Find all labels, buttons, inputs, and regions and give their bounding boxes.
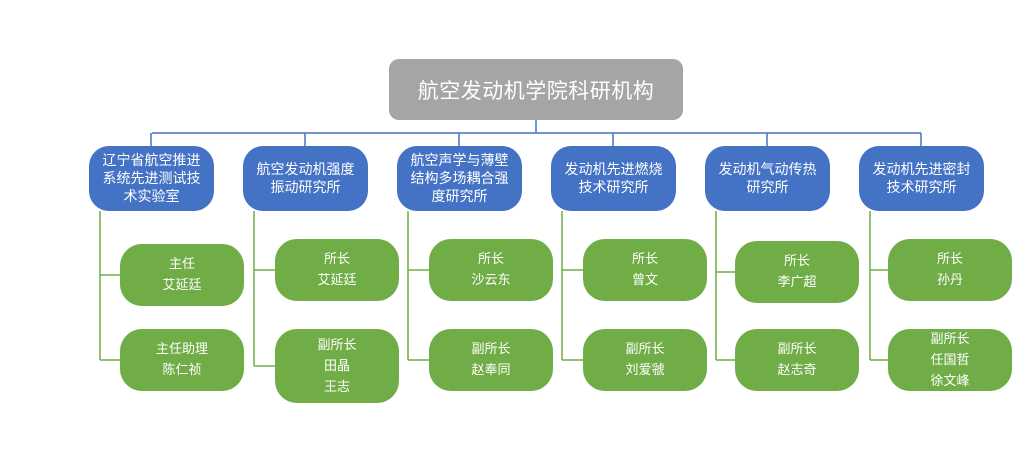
root-node: 航空发动机学院科研机构 [389,59,683,120]
member-name: 任国哲 [930,352,970,368]
institute-name-line: 结构多场耦合强 [410,170,509,187]
institute-node: 发动机气动传热研究所 [705,146,830,211]
member-node: 副所长任国哲徐文峰 [888,329,1012,391]
member-role: 所长 [477,252,504,267]
institute-name-line: 术实验室 [123,188,180,205]
member-role: 主任 [168,257,195,272]
member-node: 副所长刘爱虢 [583,329,707,391]
member-name: 徐文峰 [930,373,970,389]
member-name: 艾延廷 [162,278,202,293]
member-name: 赵奉同 [471,363,511,378]
member-node: 副所长赵志奇 [735,329,859,391]
member-node: 所长艾延廷 [275,239,399,301]
member-node: 所长沙云东 [429,239,553,301]
institute-name-line: 发动机先进密封 [872,161,971,178]
institute-name-line: 度研究所 [431,188,488,205]
member-role: 副所长 [625,342,665,357]
member-role: 主任助理 [155,342,208,357]
member-name: 刘爱虢 [625,363,665,378]
member-node: 副所长赵奉同 [429,329,553,391]
member-node: 主任艾延廷 [120,244,244,306]
member-role: 副所长 [317,337,357,353]
institute-name-line: 技术研究所 [578,179,649,196]
institute-node: 发动机先进密封技术研究所 [859,146,984,211]
member-name: 沙云东 [471,273,511,288]
institute-name-line: 航空发动机强度 [256,161,355,178]
institute-name-line: 发动机先进燃烧 [564,161,663,178]
institute-name-line: 辽宁省航空推进 [102,152,201,169]
member-role: 所长 [783,254,810,269]
institute-name-line: 系统先进测试技 [102,170,201,187]
member-name: 赵志奇 [777,363,817,378]
institute-name-line: 发动机气动传热 [718,161,817,178]
institute-name-line: 航空声学与薄壁 [410,152,509,169]
member-node: 副所长田晶王志 [275,329,399,403]
institute-node: 发动机先进燃烧技术研究所 [551,146,676,211]
member-name: 孙丹 [936,273,963,288]
institute-node: 航空发动机强度振动研究所 [243,146,368,211]
member-role: 所长 [323,252,350,267]
member-name: 王志 [323,379,350,395]
member-node: 所长李广超 [735,241,859,303]
member-name: 田晶 [323,358,350,374]
institute-node: 辽宁省航空推进系统先进测试技术实验室 [89,146,214,211]
member-name: 李广超 [777,275,817,290]
root-title: 航空发动机学院科研机构 [417,78,655,103]
institute-node: 航空声学与薄壁结构多场耦合强度研究所 [397,146,522,211]
institute-name-line: 技术研究所 [886,179,957,196]
member-name: 陈仁祯 [162,363,202,378]
member-role: 副所长 [471,342,511,357]
member-role: 所长 [631,252,658,267]
member-role: 副所长 [777,342,817,357]
member-role: 所长 [936,252,963,267]
institute-name-line: 研究所 [746,179,789,196]
member-name: 曾文 [631,273,658,288]
member-name: 艾延廷 [317,273,357,288]
member-node: 主任助理陈仁祯 [120,329,244,391]
member-node: 所长曾文 [583,239,707,301]
institute-name-line: 振动研究所 [270,179,341,196]
member-role: 副所长 [930,331,970,347]
member-node: 所长孙丹 [888,239,1012,301]
